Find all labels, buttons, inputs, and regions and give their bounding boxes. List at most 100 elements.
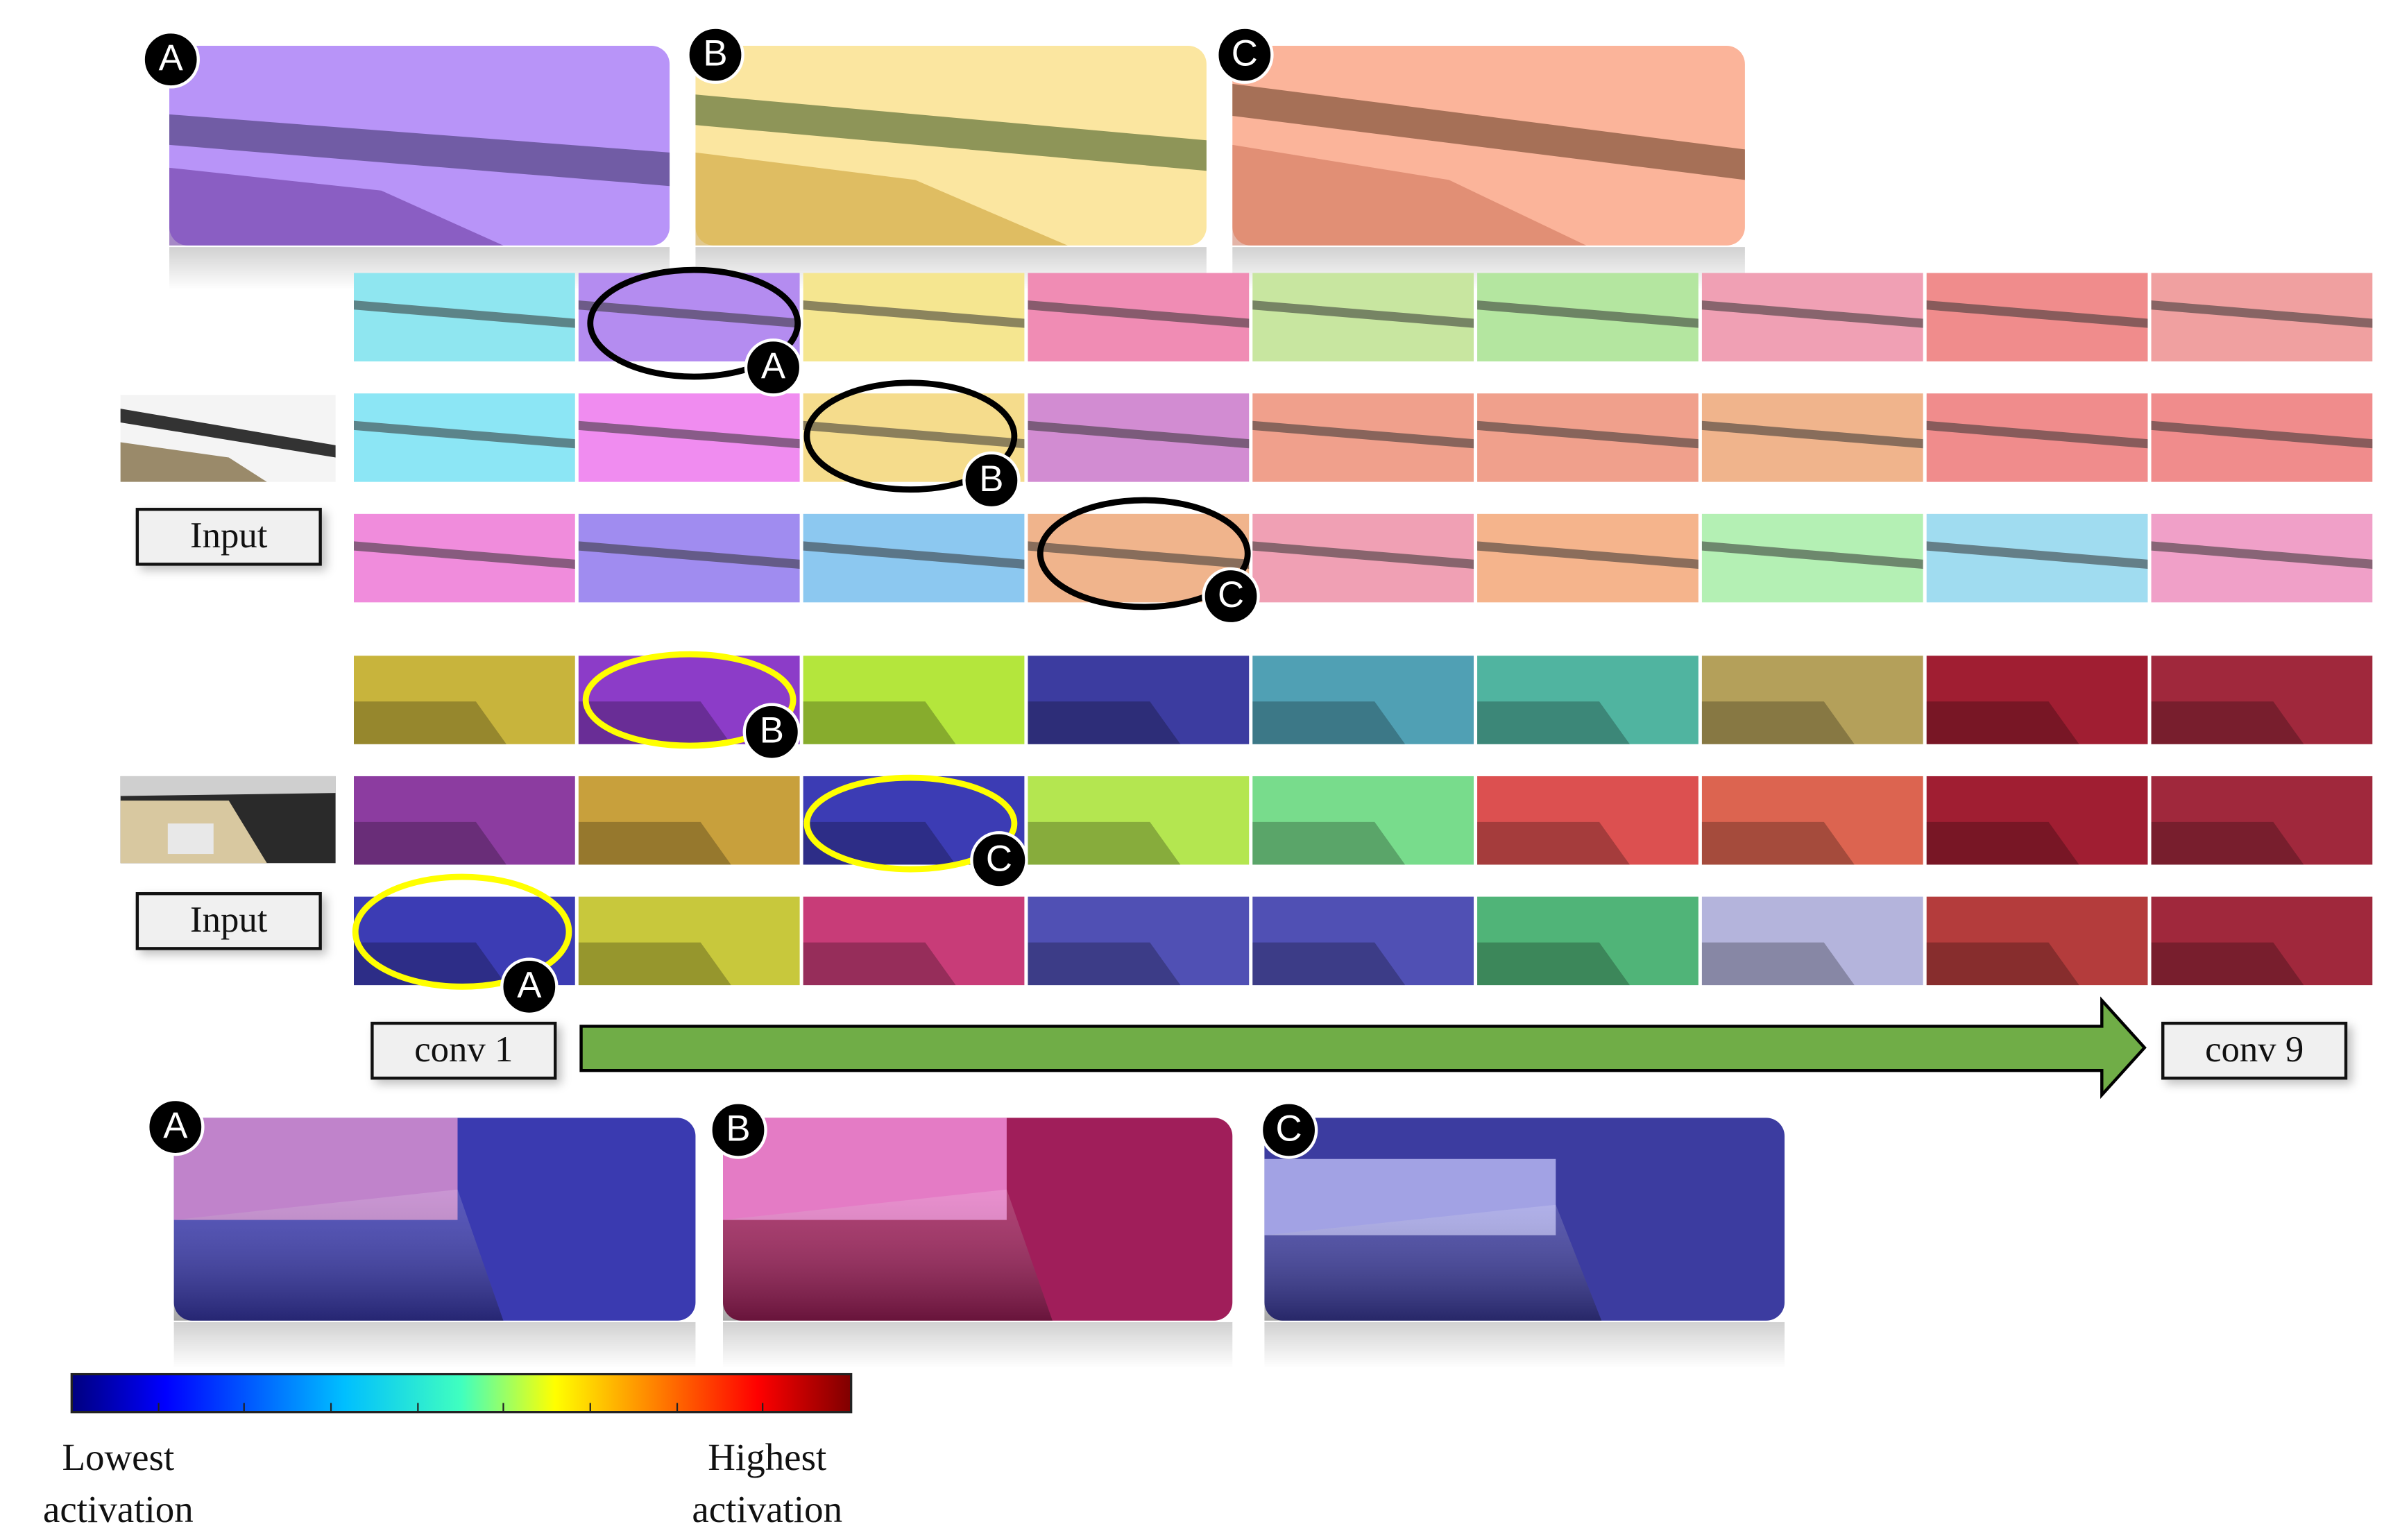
traffic-row-1-tile-3-scene (803, 701, 956, 744)
traffic-row-2-tile-5-scene (1252, 821, 1406, 865)
conv-direction-arrow (579, 996, 2147, 1100)
marker-c-bottom-panel: C (1259, 1101, 1318, 1159)
traffic-row-3-tile-9 (2151, 896, 2373, 986)
conv-start-label: conv 1 (371, 1021, 557, 1080)
input-thumbnails (120, 395, 336, 864)
traffic-row-3-tile-7-scene (1701, 942, 1855, 986)
traffic-row-1-tile-7-scene (1701, 701, 1855, 744)
traffic-row-3-tile-5 (1252, 896, 1474, 986)
overpass-row-3-tile-2-scene (578, 541, 800, 569)
overpass-row-1-tile-7-scene (1701, 300, 1923, 328)
overpass-row-2-tile-5-scene (1252, 420, 1474, 449)
marker-c-grid: C (1202, 567, 1260, 626)
traffic-row-1-tile-6 (1477, 656, 1698, 744)
bottom-enlarged-panels (173, 1118, 1785, 1368)
overpass-row-2-tile-3-scene (803, 420, 1025, 449)
traffic-row-3-tile-7 (1701, 896, 1923, 986)
overpass-row-3-tile-3-scene (803, 541, 1025, 569)
traffic-row-3-tile-6 (1477, 896, 1698, 986)
traffic-row-1-tile-8-scene (1926, 701, 2079, 744)
top-enlarged-panels (169, 45, 1745, 290)
marker-a-grid-lower: A (500, 957, 559, 1016)
traffic-row-3-tile-9-scene (2151, 942, 2304, 986)
colorbar (70, 1373, 853, 1414)
traffic-row-2-tile-8 (1926, 776, 2148, 865)
input-label-bottom: Input (135, 892, 322, 950)
marker-a-grid: A (744, 339, 803, 397)
overpass-row-1-tile-6-scene (1477, 300, 1698, 328)
traffic-row-3-tile-8 (1926, 896, 2148, 986)
overpass-row-1-tile-1-scene (354, 300, 575, 328)
traffic-row-2-tile-8-scene (1926, 821, 2079, 865)
traffic-row-2-tile-7-scene (1701, 821, 1855, 865)
traffic-row-1-tile-5 (1252, 656, 1474, 744)
colorbar-high-line2: activation (692, 1489, 843, 1532)
traffic-row-1-tile-7 (1701, 656, 1923, 744)
overpass-row-3-tile-9-scene (2151, 541, 2373, 569)
traffic-row-1-tile-9-scene (2151, 701, 2304, 744)
overpass-row-2-tile-1-scene (354, 420, 575, 449)
traffic-row-2-tile-6 (1477, 776, 1698, 865)
traffic-row-2-tile-1 (354, 776, 575, 865)
overpass-row-3-tile-7-scene (1701, 541, 1923, 569)
overpass-row-1-tile-8-scene (1926, 300, 2148, 328)
traffic-row-3-tile-3-scene (803, 942, 956, 986)
overpass-row-2-tile-6-scene (1477, 420, 1698, 449)
marker-b-grid: B (962, 451, 1021, 510)
traffic-row-1-tile-6-scene (1477, 701, 1630, 744)
conv-end-label: conv 9 (2161, 1021, 2348, 1080)
overpass-row-2-tile-4-scene (1028, 420, 1250, 449)
overpass-row-3-tile-8-scene (1926, 541, 2148, 569)
traffic-row-2-tile-2-scene (578, 821, 731, 865)
colorbar-low-line2: activation (43, 1489, 194, 1532)
traffic-row-2-tile-5 (1252, 776, 1474, 865)
traffic-row-2-tile-7 (1701, 776, 1923, 865)
traffic-row-1-tile-1 (354, 656, 575, 744)
activation-grid (354, 273, 2373, 986)
marker-b-top-panel: B (686, 26, 744, 84)
overpass-row-1-tile-4-scene (1028, 300, 1250, 328)
traffic-row-3-tile-5-scene (1252, 942, 1406, 986)
colorbar-high-label: Highest activation (661, 1433, 874, 1537)
input-label-top: Input (135, 508, 322, 566)
traffic-row-3-tile-8-scene (1926, 942, 2079, 986)
overpass-row-3-tile-5-scene (1252, 541, 1474, 569)
overpass-row-2-tile-9-scene (2151, 420, 2373, 449)
overpass-row-1-tile-2-scene (578, 300, 800, 328)
colorbar-low-line1: Lowest (62, 1438, 175, 1480)
overpass-row-1-tile-5-scene (1252, 300, 1474, 328)
traffic-row-2-tile-4-scene (1028, 821, 1181, 865)
traffic-row-2-tile-6-scene (1477, 821, 1630, 865)
traffic-row-3-tile-6-scene (1477, 942, 1630, 986)
marker-a-top-panel: A (142, 30, 200, 89)
marker-c-grid-lower: C (970, 831, 1028, 889)
traffic-row-2-tile-3-scene (803, 821, 956, 865)
traffic-row-1-tile-3 (803, 656, 1025, 744)
traffic-row-2-tile-9-scene (2151, 821, 2304, 865)
traffic-row-3-tile-2 (578, 896, 800, 986)
traffic-row-1-tile-8 (1926, 656, 2148, 744)
traffic-row-2-tile-9 (2151, 776, 2373, 865)
traffic-row-1-tile-9 (2151, 656, 2373, 744)
overpass-row-1-tile-9-scene (2151, 300, 2373, 328)
traffic-row-1-tile-4 (1028, 656, 1250, 744)
overpass-row-3-tile-6-scene (1477, 541, 1698, 569)
highlight-ellipses (352, 266, 1251, 990)
overpass-row-3-tile-4-scene (1028, 541, 1250, 569)
traffic-row-3-tile-4 (1028, 896, 1250, 986)
marker-a-bottom-panel: A (146, 1097, 205, 1156)
traffic-row-2-tile-1-scene (354, 821, 506, 865)
marker-b-grid-lower: B (742, 703, 801, 761)
overpass-row-2-tile-8-scene (1926, 420, 2148, 449)
traffic-row-2-tile-2 (578, 776, 800, 865)
colorbar-high-line1: Highest (708, 1438, 827, 1480)
traffic-row-3-tile-2-scene (578, 942, 731, 986)
traffic-row-2-tile-4 (1028, 776, 1250, 865)
traffic-row-1-tile-4-scene (1028, 701, 1181, 744)
traffic-row-1-tile-1-scene (354, 701, 506, 744)
marker-c-top-panel: C (1216, 26, 1274, 84)
traffic-row-1-tile-5-scene (1252, 701, 1406, 744)
overpass-row-3-tile-1-scene (354, 541, 575, 569)
